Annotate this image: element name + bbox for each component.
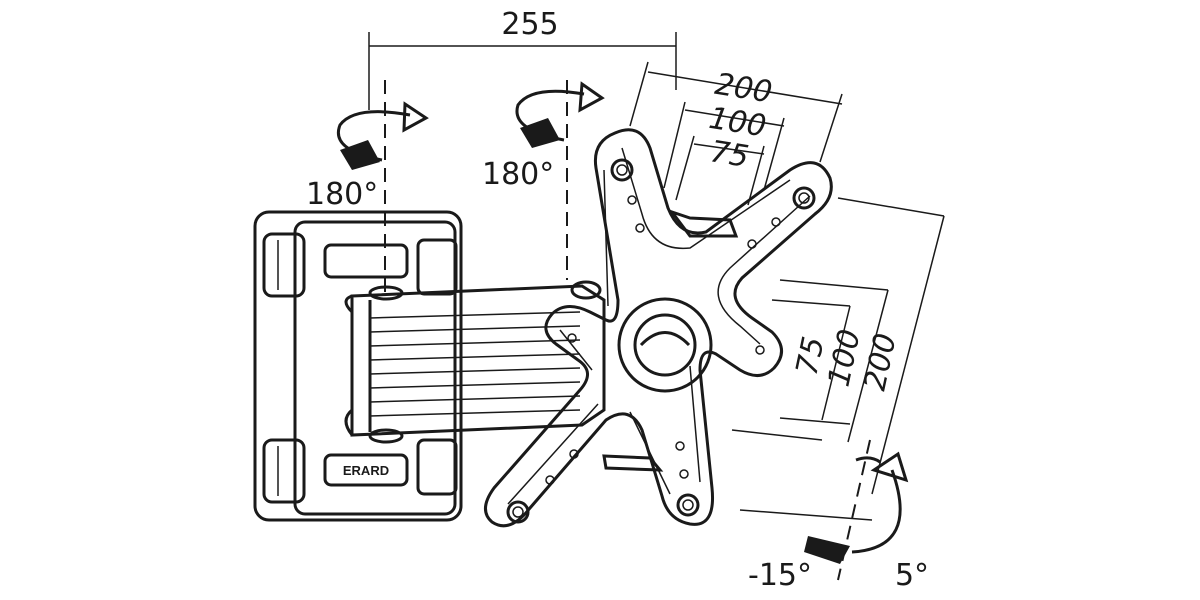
arm-extension-dimension	[368, 32, 677, 110]
arm-swivel-label: 180°	[482, 157, 554, 192]
arm-extension-label: 255	[501, 7, 558, 42]
tilt-down-label: -15°	[748, 558, 812, 593]
vesa-h-75-label: 75	[708, 134, 751, 175]
vesa-v-75-label: 75	[790, 334, 832, 379]
vesa-horizontal-dimensions	[629, 61, 843, 206]
tilt-up-label: 5°	[895, 558, 929, 593]
rotate-arrow-icon	[515, 81, 605, 148]
vesa-vertical-dimensions	[731, 197, 945, 521]
wall-swivel-label: 180°	[306, 177, 378, 212]
brand-logo: ERARD	[343, 463, 389, 478]
extension-arm	[344, 280, 606, 444]
tilt-arrow-icon	[804, 439, 909, 581]
wall-plate	[253, 210, 463, 522]
rotate-arrow-icon	[337, 101, 429, 170]
vesa-plate	[484, 128, 833, 528]
